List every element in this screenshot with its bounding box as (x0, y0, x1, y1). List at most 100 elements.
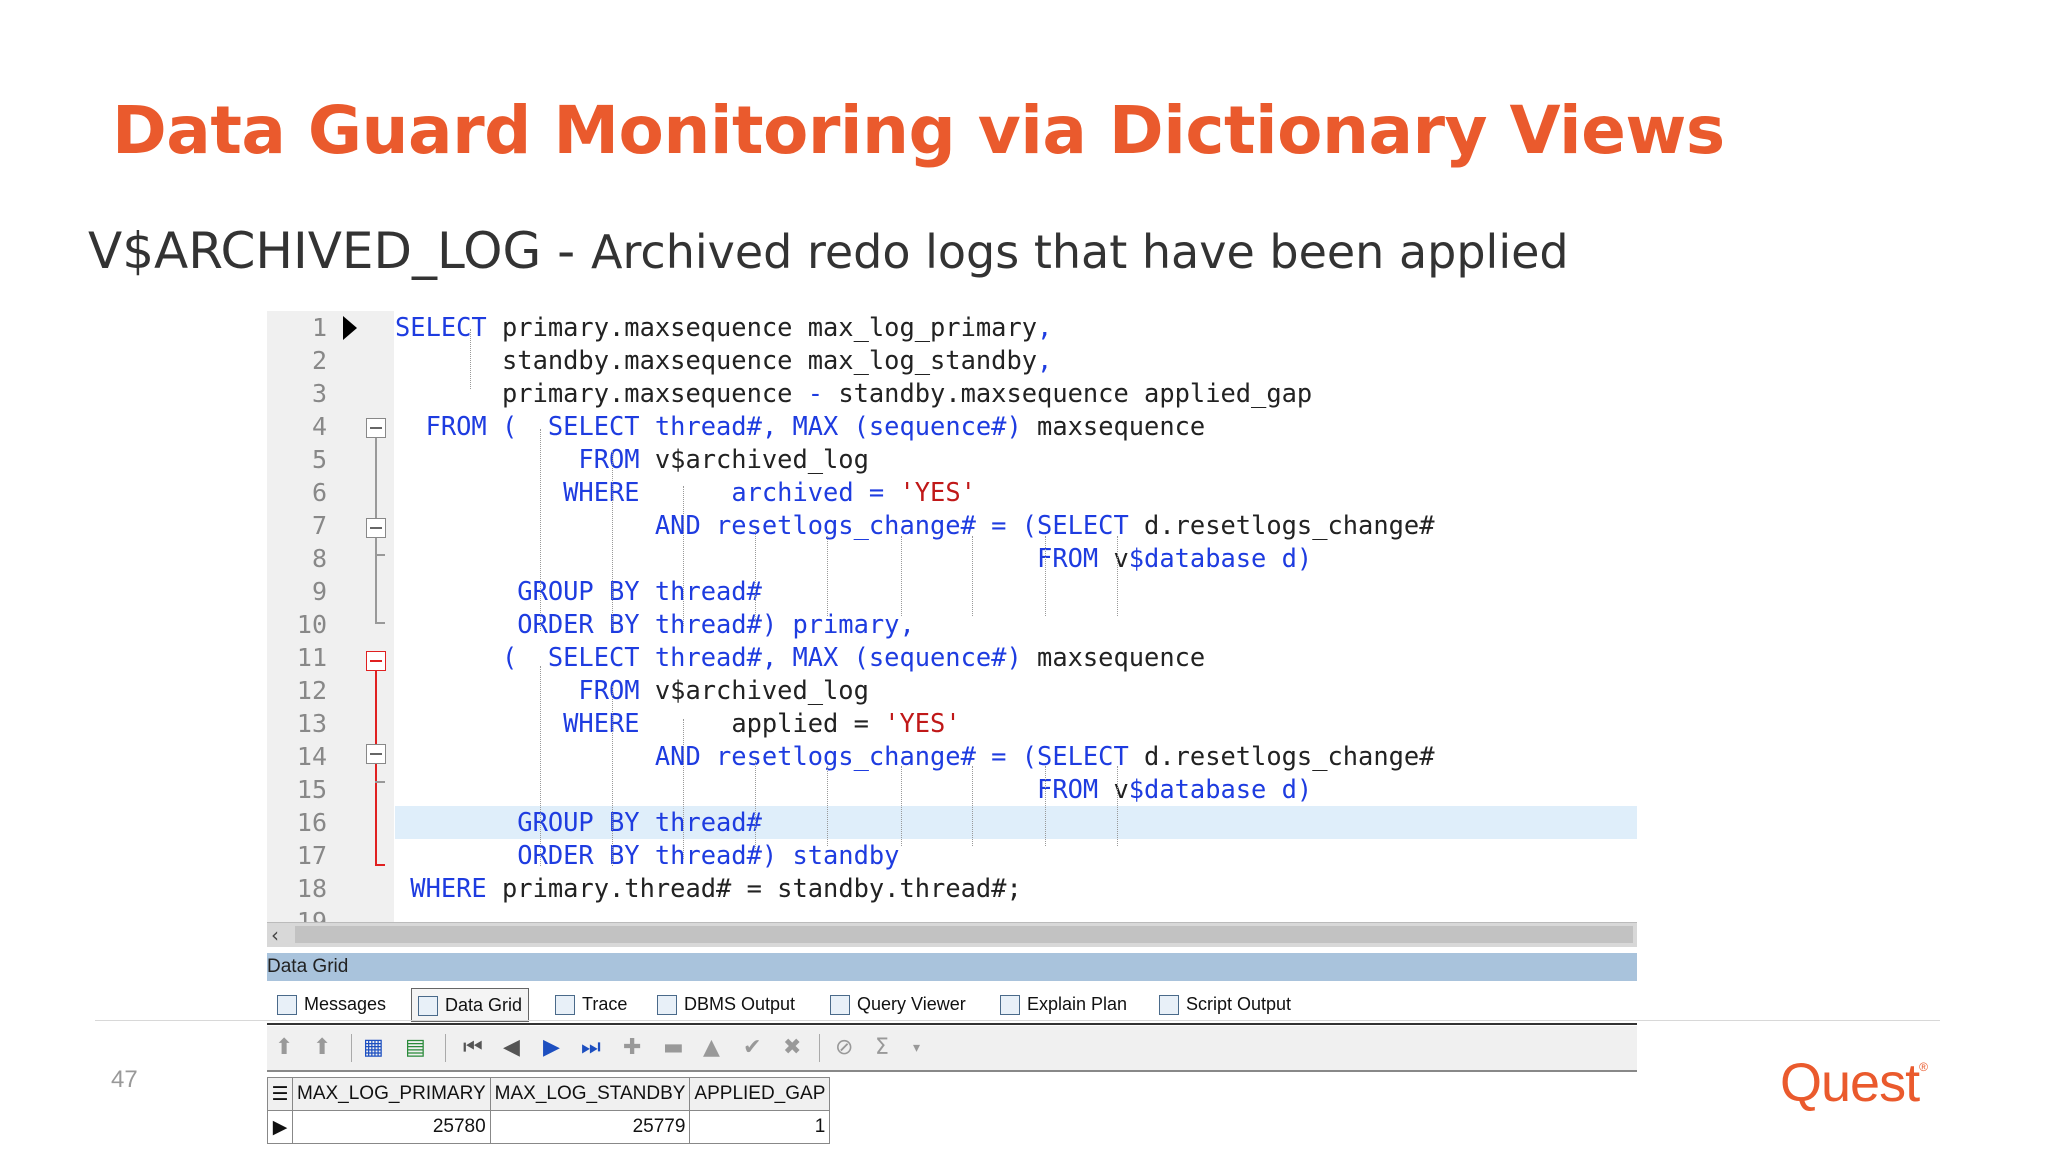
result-grid[interactable]: ☰ MAX_LOG_PRIMARY MAX_LOG_STANDBY APPLIE… (267, 1077, 831, 1144)
code-token: SELECT (395, 312, 487, 342)
cancel-edit-icon[interactable]: ✖ (783, 1035, 802, 1060)
import-icon[interactable]: ⬆ (313, 1035, 332, 1060)
code-line[interactable]: 17 ORDER BY thread#) standby (267, 839, 1637, 872)
export-icon[interactable]: ⬆ (275, 1035, 294, 1060)
code-line[interactable]: 19 (267, 905, 1637, 923)
explain-plan-icon (1000, 995, 1020, 1016)
tab-explain-plan[interactable]: Explain Plan (1000, 988, 1127, 1020)
post-edit-icon[interactable]: ✔ (743, 1035, 762, 1060)
code-line[interactable]: 13 WHERE applied = 'YES' (267, 707, 1637, 740)
code-token: 'YES' (899, 477, 976, 507)
code-token: maxsequence (1021, 411, 1206, 441)
tab-data-grid[interactable]: Data Grid (411, 988, 530, 1022)
refresh-grid-icon[interactable]: ▦ (363, 1035, 384, 1060)
code-text: GROUP BY thread# (395, 575, 762, 608)
cell-max-log-standby[interactable]: 25779 (489, 1110, 691, 1144)
previous-record-icon[interactable]: ◀ (503, 1035, 520, 1060)
indent-guide (683, 719, 684, 859)
code-text: GROUP BY thread# (395, 806, 762, 839)
code-line[interactable]: 8 FROM v$database d) (267, 542, 1637, 575)
scrollbar-thumb[interactable] (295, 926, 1633, 943)
code-line[interactable]: 14 AND resetlogs_change# = (SELECT d.res… (267, 740, 1637, 773)
indent-guide (827, 536, 828, 616)
insert-record-icon[interactable]: ✚ (623, 1035, 642, 1060)
cell-max-log-primary[interactable]: 25780 (292, 1110, 491, 1144)
chevron-down-icon[interactable]: ▾ (913, 1040, 921, 1056)
code-line[interactable]: 16 GROUP BY thread# (267, 806, 1637, 839)
code-line[interactable]: 18 WHERE primary.thread# = standby.threa… (267, 872, 1637, 905)
fold-end (375, 622, 385, 624)
delete-record-icon[interactable]: ▬ (663, 1035, 684, 1060)
row-indicator-icon[interactable]: ▶ (267, 1110, 293, 1144)
tab-script-output[interactable]: Script Output (1159, 988, 1291, 1020)
data-grid-icon (418, 996, 438, 1017)
row-selector-header[interactable]: ☰ (267, 1077, 293, 1111)
code-token: AND resetlogs_change# = (SELECT (395, 510, 1145, 540)
code-line[interactable]: 5 FROM v$archived_log (267, 443, 1637, 476)
page-number: 47 (111, 1066, 138, 1093)
sum-icon[interactable]: Σ (875, 1035, 889, 1060)
line-number: 12 (296, 676, 327, 705)
scroll-left-icon[interactable]: ‹ (271, 923, 279, 947)
collapse-icon[interactable] (366, 651, 386, 671)
code-token: $database d) (1128, 543, 1313, 573)
indent-guide (540, 666, 541, 866)
subtitle-view-name: V$ARCHIVED_LOG - (88, 222, 592, 280)
code-line[interactable]: 15 FROM v$database d) (267, 773, 1637, 806)
code-line[interactable]: 10 ORDER BY thread#) primary, (267, 608, 1637, 641)
code-text: ( SELECT thread#, MAX (sequence#) maxseq… (395, 641, 1205, 674)
table-row[interactable]: ▶ 25780 25779 1 (267, 1110, 831, 1144)
subtitle-description: Archived redo logs that have been applie… (591, 225, 1569, 279)
code-line[interactable]: 2 standby.maxsequence max_log_standby, (267, 344, 1637, 377)
code-text: primary.maxsequence - standby.maxsequenc… (395, 377, 1312, 410)
line-number: 5 (311, 445, 327, 474)
fold-line (375, 764, 377, 866)
code-line[interactable]: 6 WHERE archived = 'YES' (267, 476, 1637, 509)
next-record-icon[interactable]: ▶ (543, 1035, 560, 1060)
code-token: FROM (395, 675, 655, 705)
code-line[interactable]: 12 FROM v$archived_log (267, 674, 1637, 707)
collapse-icon[interactable] (366, 418, 386, 438)
cell-applied-gap[interactable]: 1 (689, 1110, 831, 1144)
tab-dbms-output[interactable]: DBMS Output (657, 988, 795, 1020)
code-line[interactable]: 4 FROM ( SELECT thread#, MAX (sequence#)… (267, 410, 1637, 443)
column-header[interactable]: MAX_LOG_STANDBY (489, 1077, 691, 1111)
tab-messages[interactable]: Messages (277, 988, 386, 1020)
line-number: 6 (311, 478, 327, 507)
horizontal-scrollbar[interactable]: ‹ (267, 922, 1637, 947)
column-header[interactable]: MAX_LOG_PRIMARY (292, 1077, 491, 1111)
code-token: FROM (395, 774, 1114, 804)
first-record-icon[interactable]: ⏮ (463, 1035, 483, 1060)
indent-guide (612, 451, 613, 627)
collapse-icon[interactable] (366, 518, 386, 538)
fold-line (375, 538, 377, 624)
tab-trace[interactable]: Trace (555, 988, 627, 1020)
fold-line (375, 671, 377, 744)
grid-toolbar: ⬆ ⬆ ▦ ▤ ⏮ ◀ ▶ ⏭ ✚ ▬ ▲ ✔ ✖ ⊘ Σ ▾ (267, 1026, 1637, 1072)
column-header[interactable]: APPLIED_GAP (689, 1077, 831, 1111)
code-token: applied = (731, 708, 885, 738)
code-token: ORDER BY thread#) primary, (395, 609, 915, 639)
code-token: archived = (731, 477, 900, 507)
code-line[interactable]: 11 ( SELECT thread#, MAX (sequence#) max… (267, 641, 1637, 674)
code-line[interactable]: 9 GROUP BY thread# (267, 575, 1637, 608)
indent-guide (827, 766, 828, 846)
code-token: v$archived_log (654, 675, 869, 705)
edit-record-icon[interactable]: ▲ (703, 1035, 720, 1060)
indent-guide (612, 686, 613, 866)
code-token: maxsequence (1021, 642, 1206, 672)
last-record-icon[interactable]: ⏭ (581, 1035, 601, 1060)
fold-end (375, 554, 385, 556)
tab-label: Data Grid (445, 995, 523, 1015)
editor-gutter (267, 311, 394, 923)
tab-query-viewer[interactable]: Query Viewer (830, 988, 966, 1020)
code-line[interactable]: 3 primary.maxsequence - standby.maxseque… (267, 377, 1637, 410)
current-line-highlight (395, 806, 1637, 839)
collapse-icon[interactable] (366, 744, 386, 764)
filter-icon[interactable]: ⊘ (835, 1035, 854, 1060)
code-line[interactable]: 7 AND resetlogs_change# = (SELECT d.rese… (267, 509, 1637, 542)
code-token: 'YES' (884, 708, 961, 738)
copy-grid-icon[interactable]: ▤ (405, 1035, 426, 1060)
